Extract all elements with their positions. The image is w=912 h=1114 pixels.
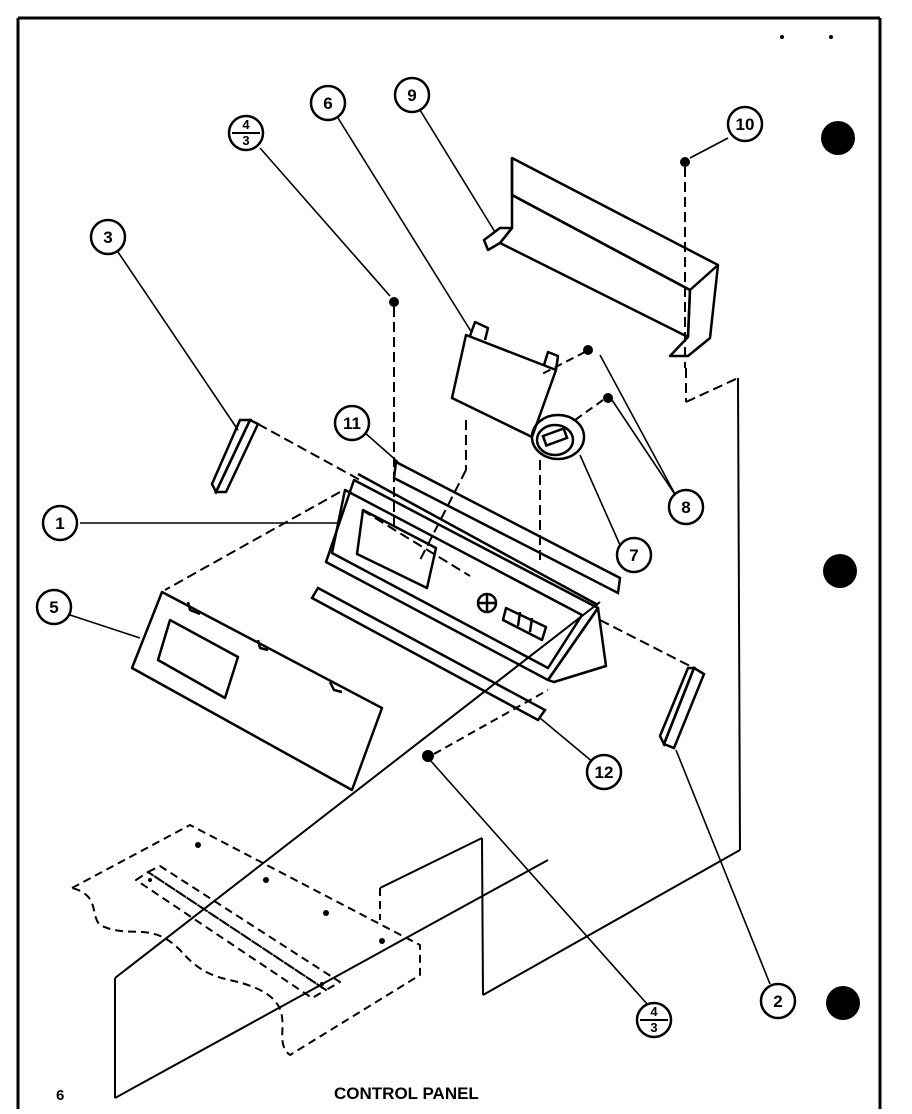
part-10-screw <box>680 157 739 403</box>
assembly-lines <box>114 377 741 1099</box>
part-4-3-screw-upper <box>389 297 399 530</box>
callout-4-3-bottom-numerator: 4 <box>650 1004 658 1019</box>
page-border <box>16 16 882 1109</box>
callout-10-label: 10 <box>736 115 755 134</box>
speck <box>829 35 833 39</box>
part-2-right-end-cap <box>658 666 706 750</box>
callout-4-3-bottom: 4 3 <box>635 1001 673 1039</box>
callout-3: 3 <box>89 218 127 256</box>
part-9-rear-bracket <box>482 156 720 358</box>
callout-12-label: 12 <box>595 763 614 782</box>
callout-6: 6 <box>309 84 347 122</box>
part-8-screws <box>539 345 613 421</box>
binder-hole-middle <box>823 554 857 588</box>
callout-11-label: 11 <box>343 414 361 433</box>
callout-9: 9 <box>393 76 431 114</box>
callout-2-label: 2 <box>773 992 782 1011</box>
callout-1-label: 1 <box>55 514 64 533</box>
callout-7: 7 <box>615 536 653 574</box>
callout-5: 5 <box>35 588 73 626</box>
dashed-guides <box>164 420 691 667</box>
speck <box>780 35 784 39</box>
callout-8-label: 8 <box>681 498 690 517</box>
part-4-3-screw-lower <box>422 689 549 762</box>
callout-4-3-top-numerator: 4 <box>242 117 250 132</box>
callout-12: 12 <box>585 753 623 791</box>
part-11-strip <box>392 460 622 595</box>
callout-4-3-top-denominator: 3 <box>242 133 249 148</box>
callout-3-label: 3 <box>103 228 112 247</box>
page-number: 6 <box>56 1087 64 1104</box>
callout-1: 1 <box>41 504 79 542</box>
binder-hole-bottom <box>826 986 860 1020</box>
part-1-console <box>324 472 608 684</box>
leader-lines <box>69 109 771 1006</box>
part-7-knob <box>530 413 586 461</box>
callout-6-label: 6 <box>323 94 332 113</box>
part-5-overlay-panel <box>130 590 384 792</box>
callout-4-3-bottom-denominator: 3 <box>650 1020 657 1035</box>
callout-8: 8 <box>667 488 705 526</box>
callout-10: 10 <box>726 105 764 143</box>
callout-7-label: 7 <box>629 546 638 565</box>
callout-2: 2 <box>759 982 797 1020</box>
callout-9-label: 9 <box>407 86 416 105</box>
base-cabinet-outline <box>71 824 421 1056</box>
diagram-caption: CONTROL PANEL <box>334 1084 479 1103</box>
callout-11: 11 <box>333 404 371 442</box>
callout-5-label: 5 <box>49 598 58 617</box>
part-3-left-end-cap <box>210 418 260 495</box>
callout-4-3-top: 4 3 <box>227 114 265 152</box>
part-12-lower-trim <box>310 586 547 722</box>
binder-hole-top <box>821 121 855 155</box>
